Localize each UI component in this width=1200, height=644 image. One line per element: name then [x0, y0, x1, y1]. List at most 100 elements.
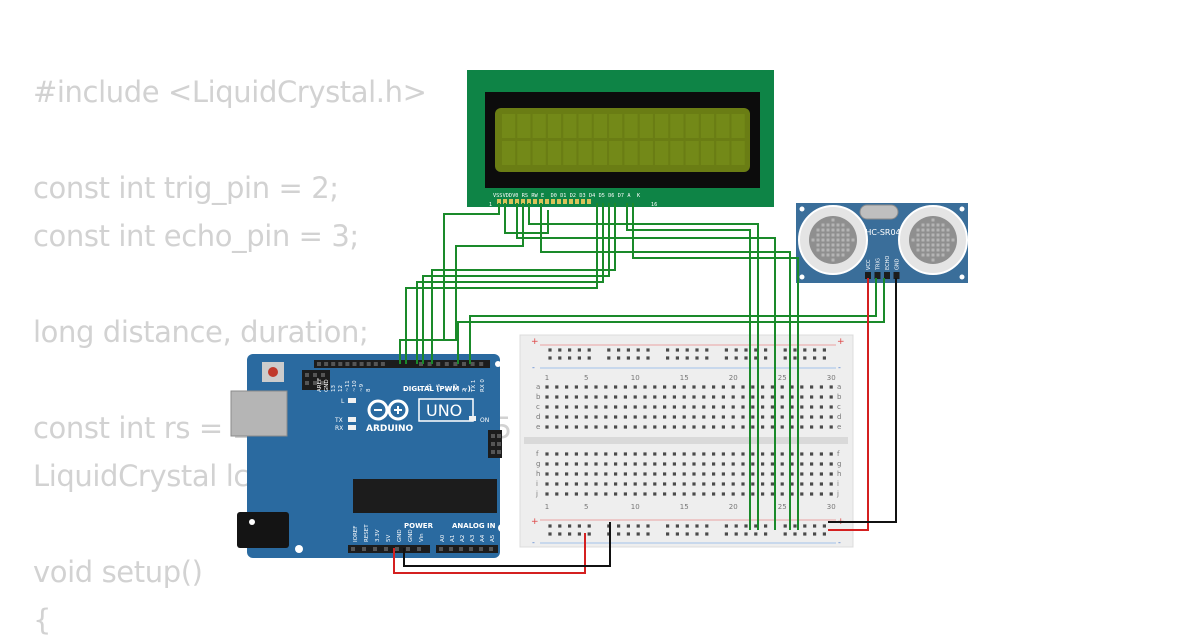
on-led: [469, 416, 476, 421]
breadboard-hole: [574, 462, 578, 466]
icsp-pin: [491, 450, 495, 454]
breadboard-hole: [653, 452, 657, 456]
mesh-dot: [936, 228, 940, 232]
mesh-dot: [926, 253, 930, 257]
header-pin: [444, 362, 449, 366]
breadboard-hole: [584, 472, 588, 476]
column-number: 5: [584, 374, 588, 382]
header-pin: [362, 547, 366, 551]
wire-lcd-rw: [528, 203, 759, 530]
breadboard-hole: [751, 472, 755, 476]
breadboard-hole: [734, 524, 738, 528]
sensor-pin-label: ECHO: [885, 256, 891, 270]
breadboard-hole: [770, 425, 774, 429]
breadboard-hole: [584, 425, 588, 429]
breadboard-hole: [712, 482, 716, 486]
breadboard-hole: [780, 492, 784, 496]
breadboard-hole: [672, 452, 676, 456]
breadboard-hole: [565, 492, 569, 496]
breadboard-hole: [810, 452, 814, 456]
breadboard-hole: [685, 356, 689, 360]
breadboard-hole: [614, 425, 618, 429]
lcd-pin: [503, 199, 507, 204]
breadboard-hole: [731, 462, 735, 466]
breadboard-hole: [780, 425, 784, 429]
lcd-pin: [563, 199, 567, 204]
breadboard-hole: [810, 482, 814, 486]
breadboard-hole: [783, 356, 787, 360]
breadboard-hole: [672, 472, 676, 476]
mesh-dot: [941, 223, 945, 227]
breadboard-hole: [810, 405, 814, 409]
lcd-char-cell: [502, 114, 516, 138]
mesh-dot: [826, 228, 830, 232]
digital-pin-label: AREF: [317, 378, 323, 392]
mesh-dot: [951, 238, 955, 242]
breadboard-hole: [712, 452, 716, 456]
lcd-char-cell: [670, 114, 684, 138]
breadboard-hole: [692, 425, 696, 429]
breadboard-hole: [614, 492, 618, 496]
breadboard-hole: [751, 462, 755, 466]
mesh-dot: [946, 243, 950, 247]
breadboard-hole: [790, 425, 794, 429]
mesh-dot: [841, 253, 845, 257]
breadboard-hole: [604, 462, 608, 466]
breadboard-hole: [702, 395, 706, 399]
breadboard-hole: [819, 462, 823, 466]
breadboard-hole: [555, 415, 559, 419]
breadboard-hole: [751, 482, 755, 486]
breadboard-hole: [653, 425, 657, 429]
row-letter: i: [536, 480, 538, 488]
lcd-pin-header: [497, 199, 591, 204]
column-number: 15: [680, 374, 689, 382]
digital-pin-label: TX 1: [471, 380, 477, 393]
lcd-char-cell: [731, 141, 745, 165]
header-pin: [373, 547, 377, 551]
breadboard-hole: [780, 395, 784, 399]
breadboard-hole: [565, 415, 569, 419]
lcd-pin-label: D6: [608, 193, 614, 199]
mesh-dot: [946, 233, 950, 237]
mesh-dot: [936, 248, 940, 252]
breadboard-hole: [646, 356, 650, 360]
breadboard-hole: [741, 385, 745, 389]
digital-pin-label: ~3: [453, 383, 459, 392]
lcd-char-cell: [685, 114, 699, 138]
breadboard-hole: [663, 425, 667, 429]
breadboard-hole: [565, 452, 569, 456]
sensor-pin: [865, 272, 871, 279]
row-letter: h: [536, 470, 540, 478]
breadboard-hole: [604, 405, 608, 409]
breadboard-hole: [663, 395, 667, 399]
breadboard-hole: [793, 524, 797, 528]
breadboard-hole: [741, 395, 745, 399]
mesh-dot: [841, 248, 845, 252]
mesh-dot: [836, 228, 840, 232]
breadboard-hole: [819, 482, 823, 486]
breadboard-hole: [734, 356, 738, 360]
breadboard-hole: [682, 492, 686, 496]
breadboard-hole: [614, 395, 618, 399]
breadboard-hole: [790, 385, 794, 389]
arduino-mount-hole: [295, 545, 303, 553]
mesh-dot: [831, 223, 835, 227]
breadboard-hole: [705, 356, 709, 360]
mesh-dot: [821, 253, 825, 257]
rail-minus-sign: -: [838, 363, 841, 372]
mesh-dot: [931, 238, 935, 242]
lcd-char-cell: [578, 114, 592, 138]
breadboard-hole: [819, 425, 823, 429]
lcd-char-cell: [563, 141, 577, 165]
breadboard-hole: [565, 395, 569, 399]
lcd-pin-label: D4: [589, 193, 595, 199]
breadboard-hole: [712, 462, 716, 466]
breadboard-hole: [813, 356, 817, 360]
breadboard-hole: [646, 532, 650, 536]
mesh-dot: [926, 248, 930, 252]
column-number: 20: [729, 374, 738, 382]
mesh-dot: [946, 228, 950, 232]
power-header: [348, 545, 430, 553]
